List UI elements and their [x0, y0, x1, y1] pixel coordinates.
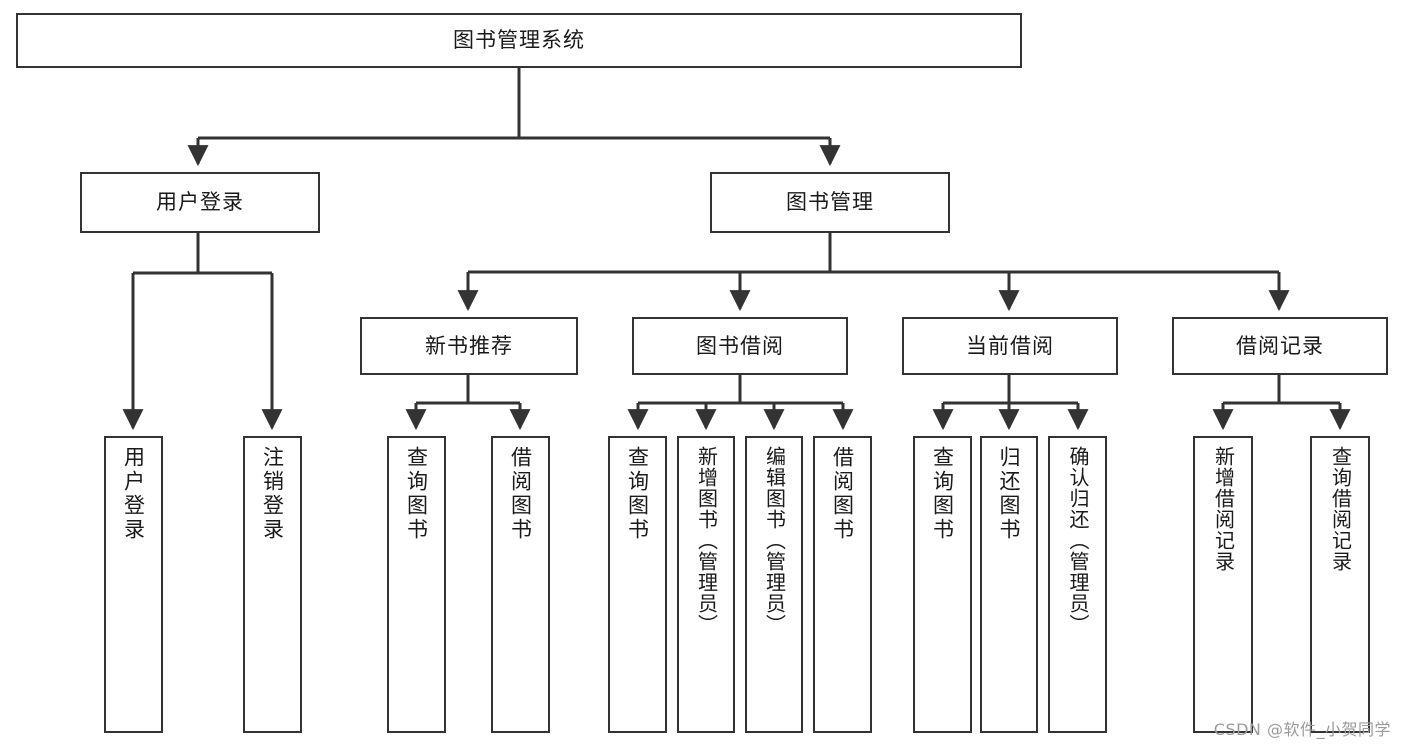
node-leaf-edit-book-label: 编辑图书（管理员） [762, 446, 787, 635]
node-leaf-query-book-2[interactable]: 查询图书 [608, 436, 667, 733]
node-leaf-add-book[interactable]: 新增图书（管理员） [677, 436, 735, 733]
node-book-borrow[interactable]: 图书借阅 [632, 317, 848, 375]
node-leaf-query-record-label: 查询借阅记录 [1328, 446, 1353, 572]
node-new-book-recommend-label: 新书推荐 [425, 333, 513, 358]
node-leaf-borrow-book-2-label: 借阅图书 [830, 446, 855, 542]
node-borrow-record-label: 借阅记录 [1236, 333, 1324, 358]
node-leaf-add-record-label: 新增借阅记录 [1211, 446, 1236, 572]
node-leaf-borrow-book-2[interactable]: 借阅图书 [813, 436, 872, 733]
node-borrow-record[interactable]: 借阅记录 [1172, 317, 1388, 375]
node-leaf-borrow-book-1-label: 借阅图书 [508, 446, 533, 542]
node-current-borrow-label: 当前借阅 [966, 333, 1054, 358]
node-leaf-user-login-label: 用户登录 [121, 446, 146, 542]
node-root[interactable]: 图书管理系统 [16, 13, 1022, 68]
node-leaf-add-book-label: 新增图书（管理员） [694, 446, 719, 635]
node-current-borrow[interactable]: 当前借阅 [902, 317, 1118, 375]
node-leaf-return-book[interactable]: 归还图书 [980, 436, 1038, 733]
node-leaf-edit-book[interactable]: 编辑图书（管理员） [745, 436, 803, 733]
node-leaf-return-book-label: 归还图书 [997, 446, 1022, 542]
node-user-login-label: 用户登录 [156, 190, 244, 215]
node-leaf-logout[interactable]: 注销登录 [243, 436, 302, 733]
node-leaf-confirm-return[interactable]: 确认归还（管理员） [1048, 436, 1107, 733]
node-leaf-query-book-1-label: 查询图书 [404, 446, 429, 542]
node-leaf-query-book-2-label: 查询图书 [625, 446, 650, 542]
node-leaf-add-record[interactable]: 新增借阅记录 [1193, 436, 1253, 733]
node-leaf-confirm-return-label: 确认归还（管理员） [1066, 446, 1090, 635]
node-leaf-query-book-1[interactable]: 查询图书 [387, 436, 446, 733]
node-leaf-query-book-3-label: 查询图书 [930, 446, 955, 542]
node-book-manage-label: 图书管理 [786, 190, 874, 215]
node-leaf-borrow-book-1[interactable]: 借阅图书 [491, 436, 550, 733]
node-root-label: 图书管理系统 [453, 28, 585, 53]
node-leaf-query-record[interactable]: 查询借阅记录 [1310, 436, 1370, 733]
node-user-login[interactable]: 用户登录 [80, 172, 320, 233]
node-book-borrow-label: 图书借阅 [696, 333, 784, 358]
node-new-book-recommend[interactable]: 新书推荐 [360, 317, 578, 375]
node-leaf-logout-label: 注销登录 [260, 446, 285, 542]
node-leaf-query-book-3[interactable]: 查询图书 [913, 436, 972, 733]
node-leaf-user-login[interactable]: 用户登录 [104, 436, 163, 733]
node-book-manage[interactable]: 图书管理 [710, 172, 950, 233]
